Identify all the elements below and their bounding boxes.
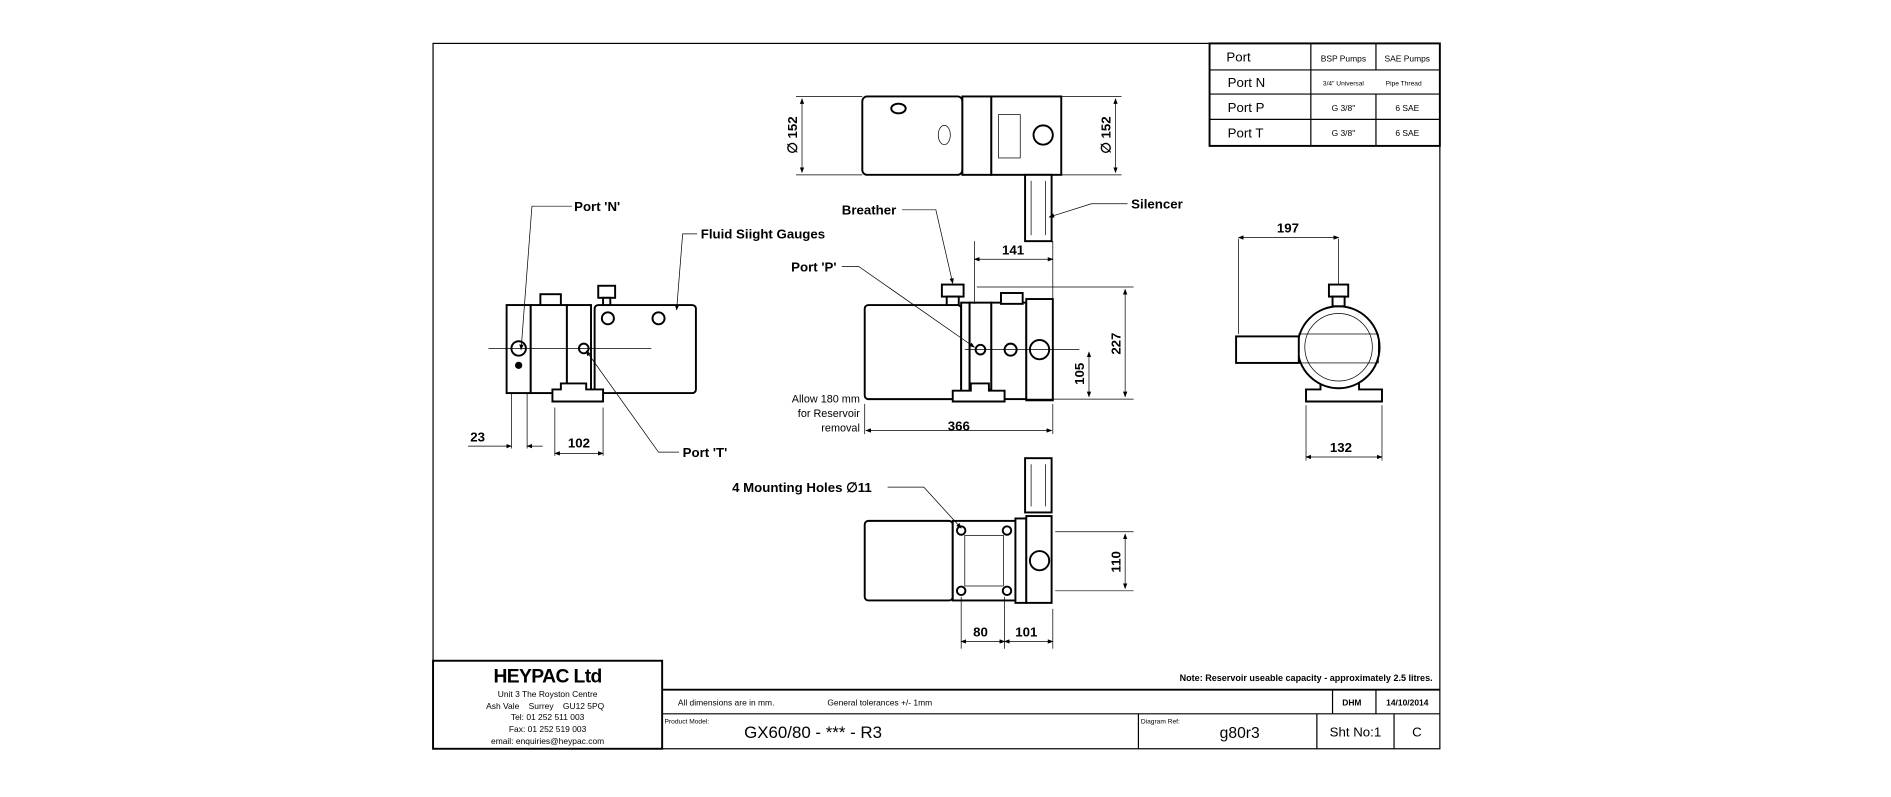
table-header-sae: SAE Pumps bbox=[1385, 53, 1430, 63]
revision: C bbox=[1412, 725, 1422, 740]
drawing-date: 14/10/2014 bbox=[1386, 697, 1429, 707]
diagram-ref: g80r3 bbox=[1220, 725, 1260, 742]
table-cell-bsp: G 3/8" bbox=[1332, 128, 1356, 138]
sheet-number: Sht No:1 bbox=[1330, 725, 1382, 740]
side-view-right: 197 132 bbox=[1235, 221, 1383, 461]
company-address-2: Ash Vale Surrey GU12 5PQ bbox=[486, 701, 604, 711]
label-port-p: Port 'P' bbox=[791, 259, 836, 274]
company-email: email: enquiries@heypac.com bbox=[491, 736, 604, 746]
port-table: Port BSP Pumps SAE Pumps Port N 3/4" Uni… bbox=[1208, 42, 1441, 147]
label-fluid-sight-gauges: Fluid Siight Gauges bbox=[701, 227, 825, 242]
table-cell-port: Port N bbox=[1228, 75, 1266, 90]
drawing-frame bbox=[432, 42, 1441, 750]
dim-101: 101 bbox=[1015, 625, 1037, 640]
product-model: GX60/80 - *** - R3 bbox=[744, 723, 882, 742]
table-cell-port: Port P bbox=[1228, 100, 1265, 115]
label-allow-line-3: removal bbox=[821, 423, 860, 435]
label-allow-line-2: for Reservoir bbox=[798, 408, 860, 420]
table-cell-bsp: 3/4" Universal bbox=[1323, 81, 1365, 88]
bottom-view: 110 80 101 bbox=[863, 457, 1134, 649]
drawn-by: DHM bbox=[1342, 697, 1361, 707]
table-cell-sae: 6 SAE bbox=[1395, 103, 1419, 113]
dim-366: 366 bbox=[948, 418, 970, 433]
dim-197: 197 bbox=[1277, 221, 1299, 236]
table-header-bsp: BSP Pumps bbox=[1321, 53, 1366, 63]
dim-132: 132 bbox=[1330, 440, 1352, 455]
top-view: ∅ 152 ∅ 152 bbox=[785, 95, 1122, 243]
dim-105: 105 bbox=[1072, 363, 1087, 385]
dim-110: 110 bbox=[1108, 551, 1123, 572]
diagram-ref-label: Diagram Ref: bbox=[1141, 718, 1180, 725]
label-silencer: Silencer bbox=[1131, 197, 1183, 212]
dim-102: 102 bbox=[568, 435, 590, 450]
product-model-label: Product Model: bbox=[665, 718, 710, 725]
dim-141: 141 bbox=[1002, 242, 1024, 257]
table-header-port: Port bbox=[1226, 49, 1251, 64]
dim-23: 23 bbox=[470, 429, 485, 444]
dim-diameter-152-left: ∅ 152 bbox=[785, 116, 800, 153]
label-breather: Breather bbox=[842, 203, 897, 218]
label-port-n: Port 'N' bbox=[574, 199, 620, 214]
capacity-note: Note: Reservoir useable capacity - appro… bbox=[1180, 673, 1433, 683]
dim-diameter-152-right: ∅ 152 bbox=[1099, 116, 1114, 153]
company-tel: Tel: 01 252 511 003 bbox=[511, 712, 585, 722]
label-mounting-holes: 4 Mounting Holes ∅11 bbox=[732, 480, 872, 495]
dim-227: 227 bbox=[1108, 333, 1123, 355]
company-address-1: Unit 3 The Royston Centre bbox=[498, 689, 598, 699]
label-allow-line-1: Allow 180 mm bbox=[792, 394, 860, 406]
side-view-left: 23 102 bbox=[468, 284, 697, 456]
title-block: HEYPAC Ltd Unit 3 The Royston Centre Ash… bbox=[432, 659, 1440, 750]
table-cell-sae: Pipe Thread bbox=[1386, 81, 1422, 88]
label-port-t: Port 'T' bbox=[683, 445, 728, 460]
company-logo: HEYPAC Ltd bbox=[493, 666, 601, 687]
table-cell-bsp: G 3/8" bbox=[1332, 103, 1356, 113]
table-cell-sae: 6 SAE bbox=[1395, 128, 1419, 138]
dimensions-note: All dimensions are in mm. bbox=[678, 697, 775, 707]
front-view: 141 227 105 366 Allow 180 mm for Reservo… bbox=[792, 241, 1134, 435]
dim-80: 80 bbox=[973, 625, 988, 640]
tolerance-note: General tolerances +/- 1mm bbox=[827, 697, 932, 707]
company-fax: Fax: 01 252 519 003 bbox=[509, 724, 587, 734]
silencer-shape bbox=[1024, 173, 1053, 243]
table-cell-port: Port T bbox=[1228, 125, 1264, 140]
